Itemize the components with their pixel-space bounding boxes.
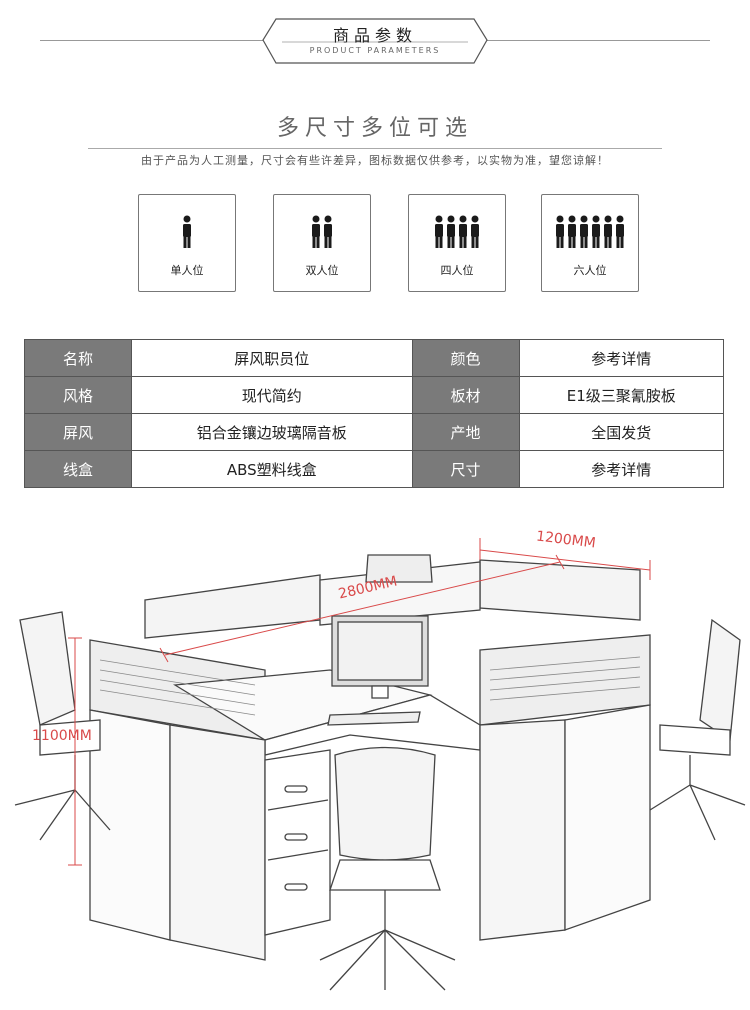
- param-value: ABS塑料线盒: [131, 450, 413, 488]
- option-single-seat[interactable]: 单人位: [138, 194, 236, 292]
- header-subtitle: PRODUCT PARAMETERS: [309, 46, 441, 55]
- option-label: 单人位: [170, 264, 204, 277]
- person-icon: [183, 215, 191, 248]
- param-key: 屏风: [24, 413, 132, 451]
- product-illustration: 1200MM 2800MM 1100MM: [0, 520, 750, 1006]
- header-badge: 商品参数 PRODUCT PARAMETERS: [262, 18, 488, 64]
- param-key: 风格: [24, 376, 132, 414]
- person-icon: [435, 215, 443, 248]
- person-icon: [592, 215, 600, 248]
- option-six-seat[interactable]: 六人位: [541, 194, 639, 292]
- param-value: 参考详情: [518, 450, 725, 488]
- param-key: 颜色: [411, 339, 520, 377]
- person-icon: [604, 215, 612, 248]
- table-row: 线盒 ABS塑料线盒 尺寸 参考详情: [24, 450, 725, 488]
- param-key: 板材: [411, 376, 520, 414]
- section-note: 由于产品为人工测量，尺寸会有些许差异，图标数据仅供参考，以实物为准，望您谅解！: [141, 154, 609, 167]
- header-right-rule: [480, 40, 710, 41]
- workstation-drawing: [14, 538, 746, 991]
- person-icon: [447, 215, 455, 248]
- option-label: 四人位: [440, 264, 474, 277]
- param-value: 全国发货: [518, 413, 725, 451]
- person-icon: [471, 215, 479, 248]
- person-icon: [556, 215, 564, 248]
- height-dimension-label: 1100MM: [32, 728, 92, 744]
- person-icon: [580, 215, 588, 248]
- person-icon: [312, 215, 320, 248]
- table-row: 屏风 铝合金镶边玻璃隔音板 产地 全国发货: [24, 413, 725, 451]
- person-icon-group: [409, 215, 505, 253]
- param-value: 现代简约: [131, 376, 413, 414]
- param-key: 名称: [24, 339, 132, 377]
- person-icon: [568, 215, 576, 248]
- option-double-seat[interactable]: 双人位: [273, 194, 371, 292]
- header: 商品参数 PRODUCT PARAMETERS: [0, 0, 750, 80]
- param-value: 参考详情: [518, 339, 725, 377]
- params-table: 名称 屏风职员位 颜色 参考详情 风格 现代简约 板材 E1级三聚氰胺板 屏风 …: [24, 339, 725, 488]
- section-title: 多尺寸多位可选: [276, 116, 473, 141]
- person-icon-group: [274, 215, 370, 253]
- header-badge-frame: [262, 18, 488, 64]
- table-row: 名称 屏风职员位 颜色 参考详情: [24, 339, 725, 377]
- person-icon: [324, 215, 332, 248]
- person-icon-group: [139, 215, 235, 253]
- option-label: 双人位: [305, 264, 339, 277]
- person-icon-group: [542, 215, 638, 253]
- param-value: 铝合金镶边玻璃隔音板: [131, 413, 413, 451]
- param-key: 尺寸: [411, 450, 520, 488]
- option-four-seat[interactable]: 四人位: [408, 194, 506, 292]
- param-value: E1级三聚氰胺板: [518, 376, 725, 414]
- header-title: 商品参数: [332, 26, 417, 45]
- table-row: 风格 现代简约 板材 E1级三聚氰胺板: [24, 376, 725, 414]
- param-value: 屏风职员位: [131, 339, 413, 377]
- header-left-rule: [40, 40, 270, 41]
- param-key: 产地: [411, 413, 520, 451]
- person-icon: [616, 215, 624, 248]
- param-key: 线盒: [24, 450, 132, 488]
- option-label: 六人位: [573, 264, 607, 277]
- section-divider: [88, 148, 662, 149]
- person-icon: [459, 215, 467, 248]
